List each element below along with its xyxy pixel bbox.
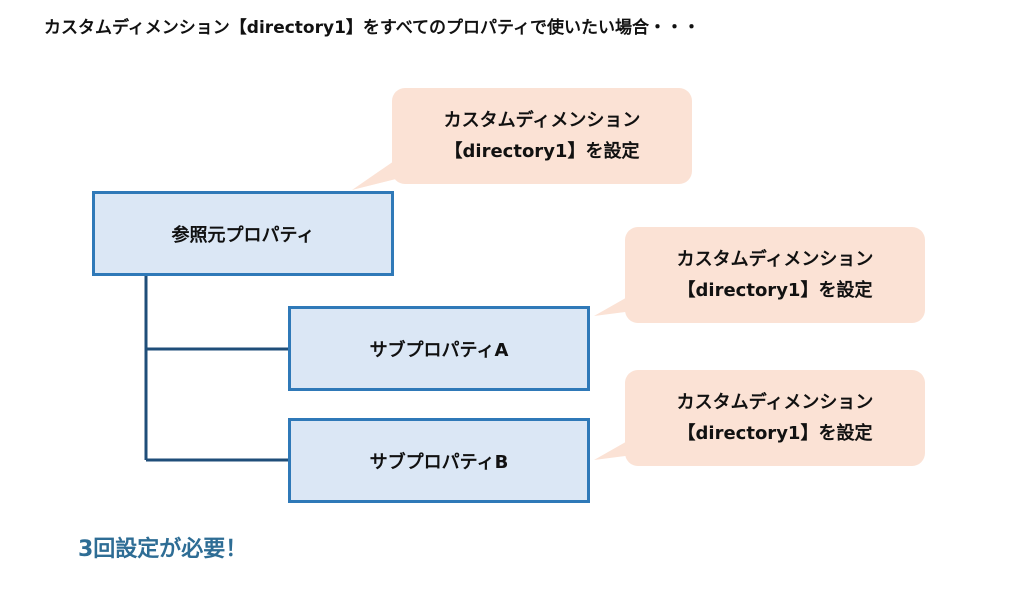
sub-property-b-node: サブプロパティB xyxy=(288,418,590,503)
callout-sub-a-line2: 【directory1】を設定 xyxy=(677,280,873,301)
page-heading: カスタムディメンション【directory1】をすべてのプロパティで使いたい場合… xyxy=(44,18,701,38)
root-property-label: 参照元プロパティ xyxy=(171,224,315,246)
summary-note: 3回設定が必要！ xyxy=(78,537,248,562)
callout-sub-b-line2: 【directory1】を設定 xyxy=(677,423,873,444)
callout-sub-b-line1: カスタムディメンション xyxy=(676,392,874,413)
callout-sub-a: カスタムディメンション 【directory1】を設定 xyxy=(625,227,925,323)
sub-property-a-label: サブプロパティA xyxy=(369,339,509,361)
sub-property-a-node: サブプロパティA xyxy=(288,306,590,391)
callout-root-line2: 【directory1】を設定 xyxy=(444,141,640,162)
callout-sub-b: カスタムディメンション 【directory1】を設定 xyxy=(625,370,925,466)
callout-sub-a-line1: カスタムディメンション xyxy=(676,249,874,270)
callout-root: カスタムディメンション 【directory1】を設定 xyxy=(392,88,692,184)
sub-property-b-label: サブプロパティB xyxy=(369,451,509,473)
root-property-node: 参照元プロパティ xyxy=(92,191,394,276)
callout-root-line1: カスタムディメンション xyxy=(443,110,641,131)
